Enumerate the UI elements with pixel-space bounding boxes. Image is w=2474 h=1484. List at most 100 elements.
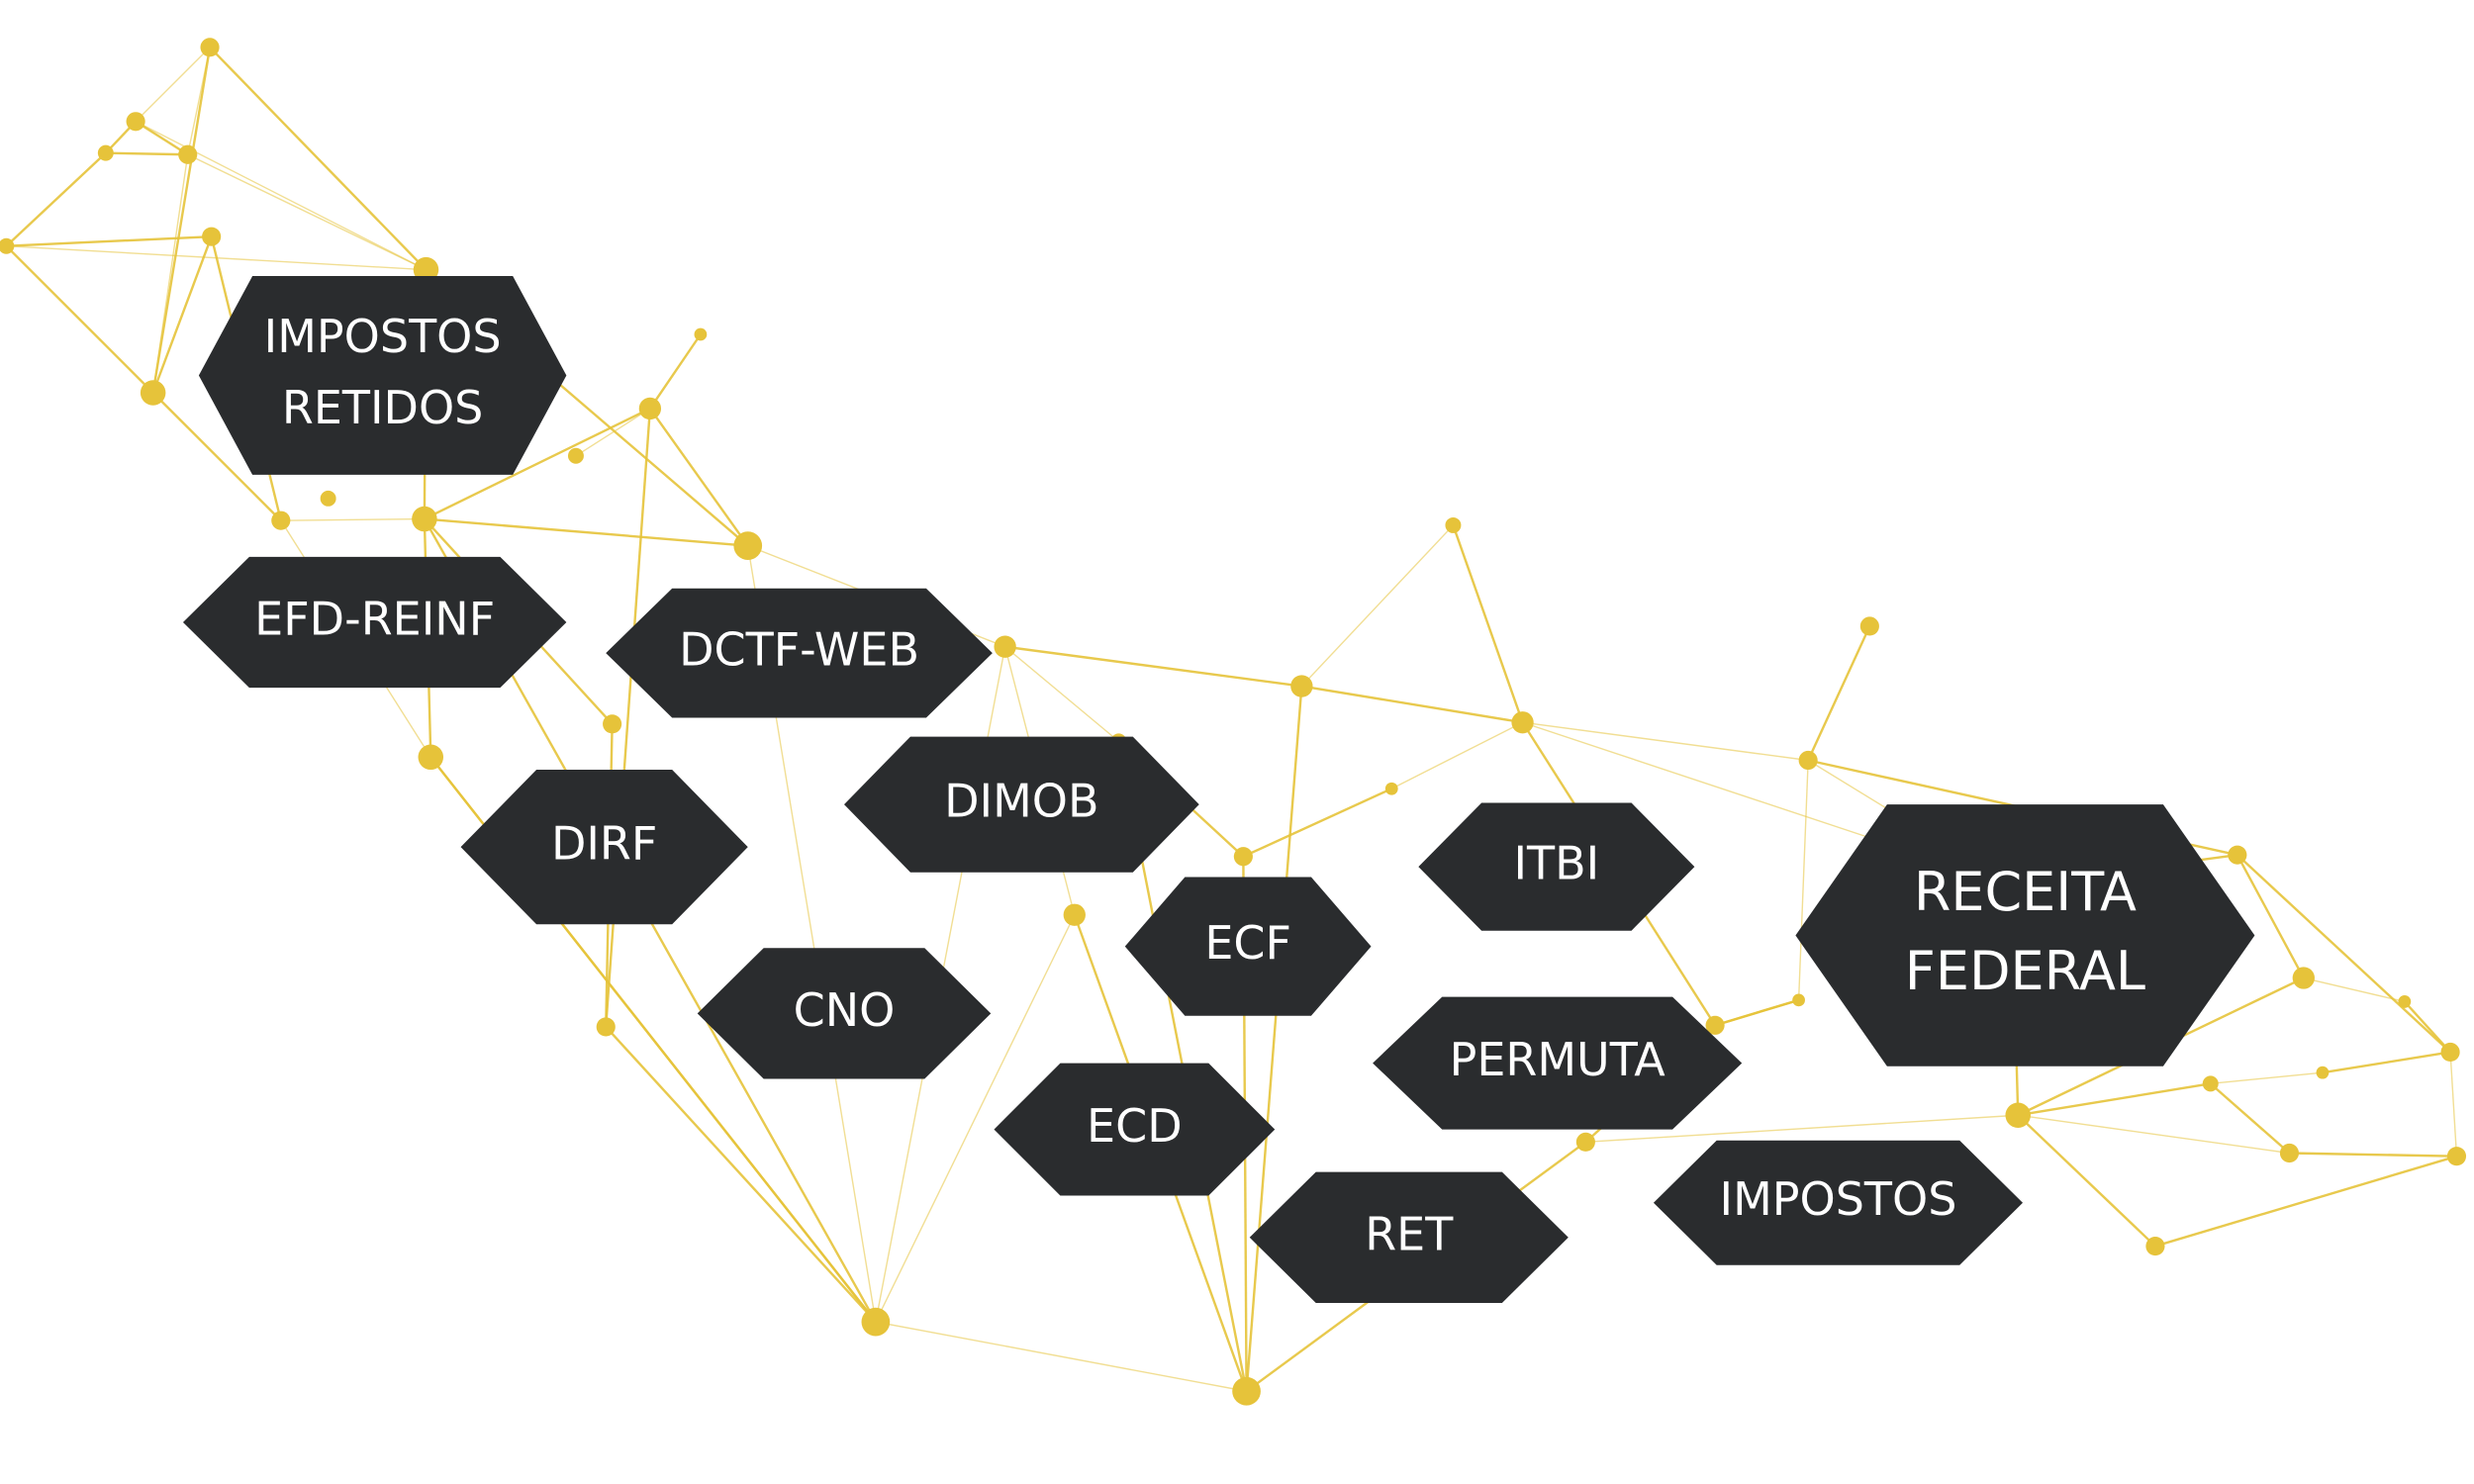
hexagon-shape — [843, 736, 1199, 873]
network-edge — [1452, 524, 1524, 723]
hexagon-shape — [1418, 802, 1695, 931]
network-node — [694, 327, 708, 341]
network-edge — [2154, 1155, 2457, 1248]
network-node — [861, 1307, 891, 1337]
network-node — [2279, 1143, 2300, 1163]
network-nodes — [0, 38, 2467, 1406]
network-node — [1290, 675, 1313, 697]
network-node — [994, 635, 1016, 658]
network-edge — [424, 517, 748, 547]
network-edge — [151, 235, 213, 394]
hexagon-label: DIRF — [551, 817, 657, 871]
hexagon-label: IMPOSTOS — [264, 310, 502, 363]
network-edge — [648, 333, 702, 410]
hexagon-label: IMPOSTOS — [1720, 1172, 1957, 1226]
network-node — [1445, 516, 1462, 533]
network-node — [638, 397, 662, 420]
network-edge — [2449, 1052, 2458, 1157]
network-node — [567, 447, 584, 464]
hexagon-impostos: IMPOSTOS — [1653, 1140, 2024, 1265]
network-edge — [605, 1026, 877, 1323]
network-node — [202, 227, 222, 246]
network-edge — [135, 120, 189, 156]
network-edge — [151, 46, 212, 394]
network-edge — [1522, 721, 1809, 762]
network-node — [596, 1017, 616, 1037]
hexagon-shape — [1249, 1171, 1569, 1303]
network-node — [126, 112, 145, 132]
network-node — [1575, 1132, 1595, 1152]
network-edge — [1300, 524, 1454, 688]
network-node — [0, 237, 15, 254]
hexagon-label: DCTF-WEB — [679, 623, 919, 677]
network-node — [271, 510, 291, 530]
network-edge — [151, 392, 282, 521]
network-edge — [2210, 1071, 2324, 1085]
network-edge — [135, 46, 211, 123]
hexagon-shape — [994, 1063, 1276, 1196]
network-node — [2145, 1237, 2165, 1256]
network-node — [1232, 1376, 1261, 1406]
network-edge — [1245, 686, 1303, 1392]
hexagon-label: RECEITA — [1914, 861, 2137, 923]
network-edge — [424, 407, 651, 520]
network-node — [2398, 995, 2412, 1008]
network-node — [1063, 903, 1086, 926]
network-node — [1511, 711, 1534, 734]
hexagon-label: CNO — [794, 983, 896, 1037]
network-edge — [187, 153, 427, 271]
network-edge — [648, 408, 749, 547]
network-node — [2202, 1075, 2219, 1092]
hexagon-efd-reinf: EFD-REINF — [182, 556, 567, 689]
network-edge — [2209, 1082, 2291, 1155]
hexagon-shape — [1653, 1140, 2024, 1265]
hexagon-label: FEDERAL — [1905, 940, 2145, 1002]
hexagon-label: PERMUTA — [1450, 1033, 1666, 1086]
network-node — [1798, 750, 1818, 771]
hexagon-shape — [1124, 877, 1372, 1016]
hexagon-dimob: DIMOB — [843, 736, 1199, 873]
network-edge — [135, 121, 427, 271]
network-node — [320, 490, 336, 507]
network-node — [178, 144, 198, 164]
hexagon-label: ITBI — [1513, 837, 1599, 890]
hexagon-dctf-web: DCTF-WEB — [606, 588, 993, 718]
network-node — [418, 744, 444, 771]
hexagon-label: EFD-REINF — [254, 592, 495, 645]
hexagon-ecf: ECF — [1124, 877, 1372, 1016]
network-edge — [280, 517, 425, 521]
hexagon-ret: RET — [1249, 1171, 1569, 1303]
network-node — [140, 380, 166, 406]
network-edge — [1390, 721, 1523, 789]
network-edge — [1301, 685, 1523, 724]
network-edge — [2018, 1114, 2290, 1155]
hexagon-label: RET — [1365, 1207, 1454, 1260]
network-edge — [2322, 1051, 2451, 1074]
hexagon-shape — [606, 588, 993, 718]
network-edge — [209, 46, 428, 271]
network-node — [2005, 1102, 2031, 1128]
hexagon-shape — [198, 276, 567, 475]
network-edge — [2017, 1114, 2156, 1248]
hexagon-label: DIMOB — [944, 775, 1098, 828]
network-edge — [1004, 646, 1119, 742]
hexagon-dirf: DIRF — [460, 770, 748, 925]
hexagon-ecd: ECD — [994, 1063, 1276, 1196]
network-edge — [2018, 1082, 2211, 1117]
network-node — [2446, 1147, 2467, 1166]
network-node — [2440, 1042, 2460, 1063]
network-edge — [2236, 854, 2451, 1054]
network-node — [603, 714, 622, 734]
network-edges — [5, 46, 2458, 1393]
network-edge — [6, 234, 212, 247]
network-node — [2228, 845, 2247, 865]
hexagon-label: ECF — [1204, 916, 1291, 970]
hexagon-itbi: ITBI — [1418, 802, 1695, 931]
hexagon-shape — [1373, 996, 1743, 1130]
network-edge — [5, 151, 107, 247]
network-node — [2316, 1066, 2330, 1079]
network-node — [1705, 1015, 1725, 1035]
